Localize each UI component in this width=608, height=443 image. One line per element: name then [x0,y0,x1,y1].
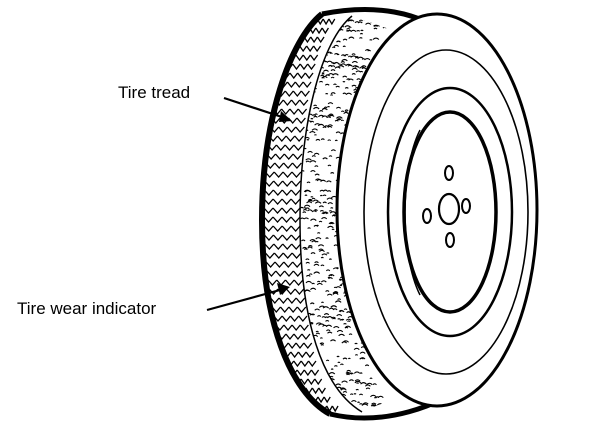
lug-hole [422,208,432,224]
tire-sidewall [335,12,539,408]
tread-pattern [263,18,339,413]
lug-hole [445,232,455,248]
wheel-hub [422,165,471,248]
lug-hole [461,198,471,214]
tire-wear-indicator-label: Tire wear indicator [17,299,157,318]
tire-tread-label: Tire tread [118,83,191,102]
lug-hole [444,165,454,181]
wheel-rim [386,86,514,338]
tread-leader-arrow [223,96,292,122]
wear-indicator-leader-arrow [206,283,290,312]
